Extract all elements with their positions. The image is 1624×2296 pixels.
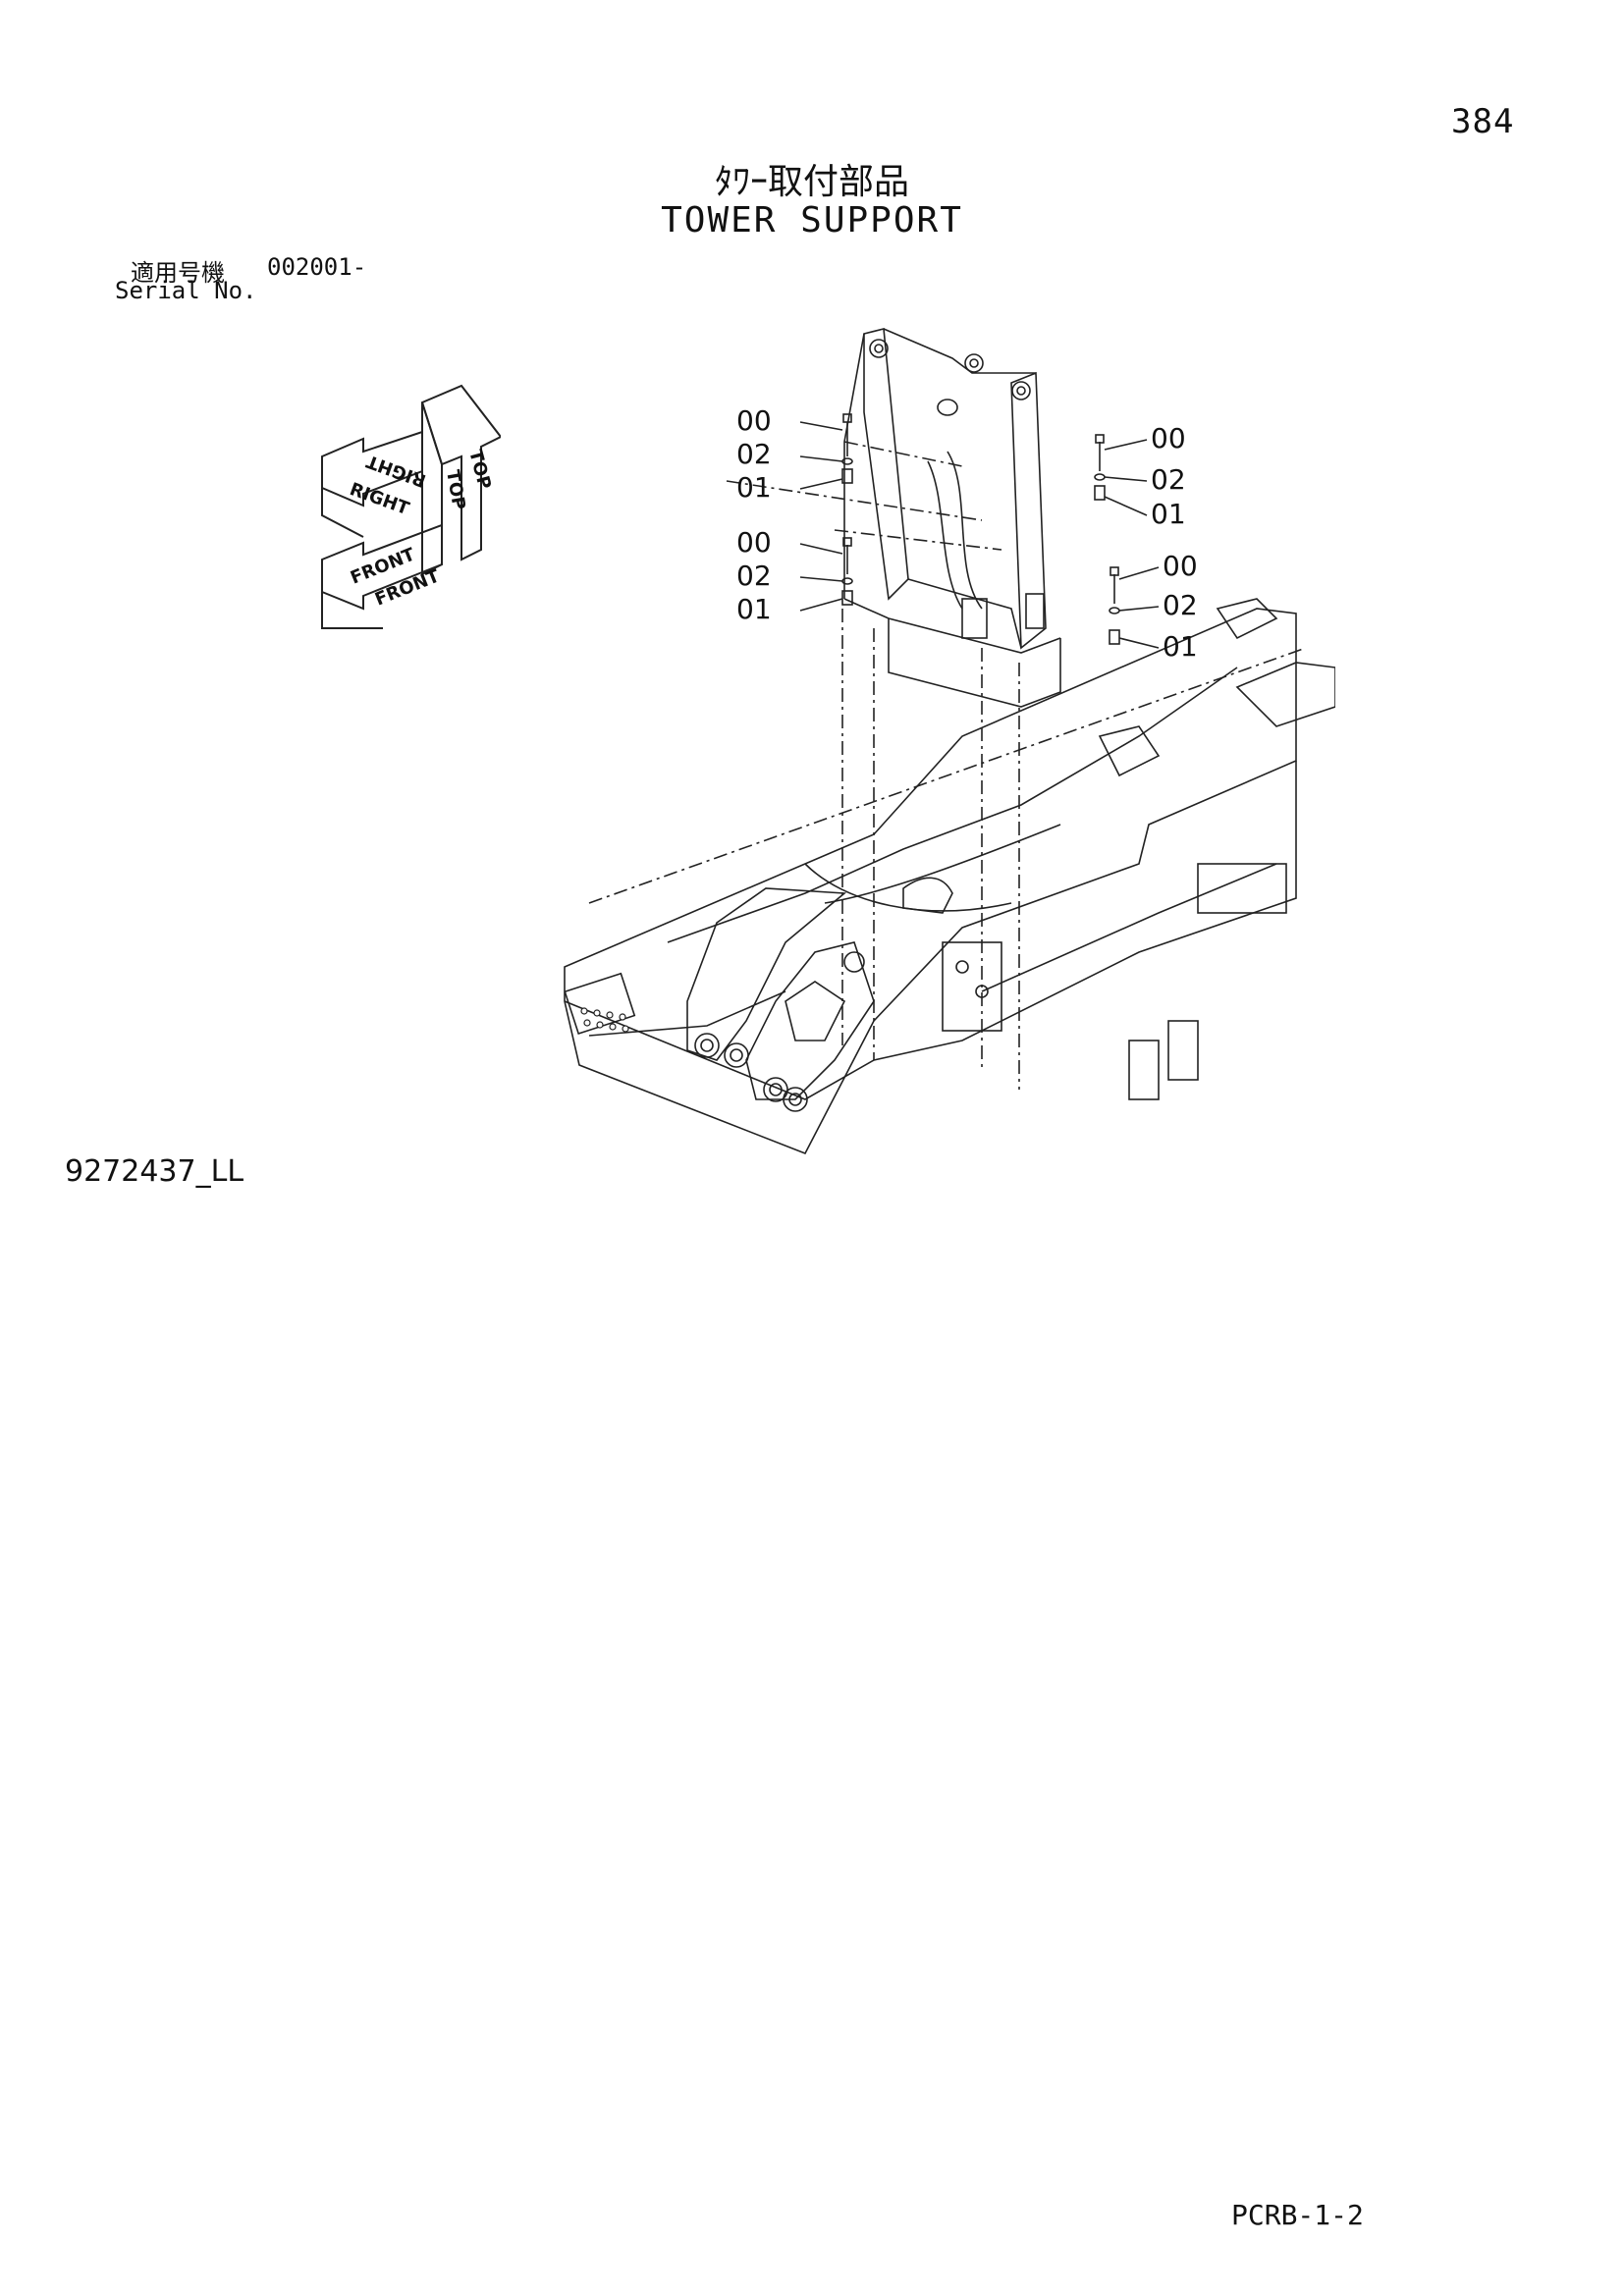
boom-mount-right xyxy=(745,941,875,1100)
serial-label: Serial No. xyxy=(115,277,257,304)
callout-part-00: 00 xyxy=(736,404,772,437)
bolt-set-lower-right xyxy=(1109,566,1120,645)
callout-part-02: 02 xyxy=(736,438,772,470)
orientation-top-label-mirror: TOP xyxy=(464,448,495,492)
callout-part-01: 01 xyxy=(1151,498,1186,530)
tower-left-plate xyxy=(863,327,909,601)
callout-part-02: 02 xyxy=(736,560,772,592)
callout-part-01: 01 xyxy=(736,471,772,504)
serial-number-range: 002001- xyxy=(267,253,367,281)
base-frame-outline xyxy=(564,608,1297,1155)
tower-support-drawing: 00 02 01 00 02 01 00 02 01 00 02 01 xyxy=(564,327,1335,1155)
orientation-indicator: TOP TOP RIGHT RIGHT FRONT FRONT xyxy=(321,384,501,629)
orientation-right-label-mirror: RIGHT xyxy=(363,451,429,491)
page-code: PCRB-1-2 xyxy=(1231,2199,1364,2231)
callout-part-01: 01 xyxy=(1163,630,1198,663)
page-title-japanese: ﾀﾜｰ取付部品 xyxy=(714,162,909,202)
orientation-top-label: TOP xyxy=(442,468,469,511)
bolt-set-upper-right xyxy=(1094,434,1106,501)
callout-part-02: 02 xyxy=(1163,589,1198,621)
drawing-code: 9272437_LL xyxy=(65,1154,244,1189)
callout-part-02: 02 xyxy=(1151,463,1186,496)
boom-mount-left xyxy=(686,887,847,1061)
page-title: TOWER SUPPORT xyxy=(661,200,963,240)
callout-part-01: 01 xyxy=(736,593,772,625)
callout-part-00: 00 xyxy=(1163,550,1198,582)
bolt-set-upper-left xyxy=(841,413,853,484)
orientation-right-label: RIGHT xyxy=(347,479,412,519)
callout-part-00: 00 xyxy=(1151,422,1186,454)
callout-part-00: 00 xyxy=(736,526,772,559)
serial-label-japanese: 適用号機 xyxy=(131,259,225,287)
tower-right-plate xyxy=(1010,371,1047,650)
page-number: 384 xyxy=(1451,102,1515,141)
